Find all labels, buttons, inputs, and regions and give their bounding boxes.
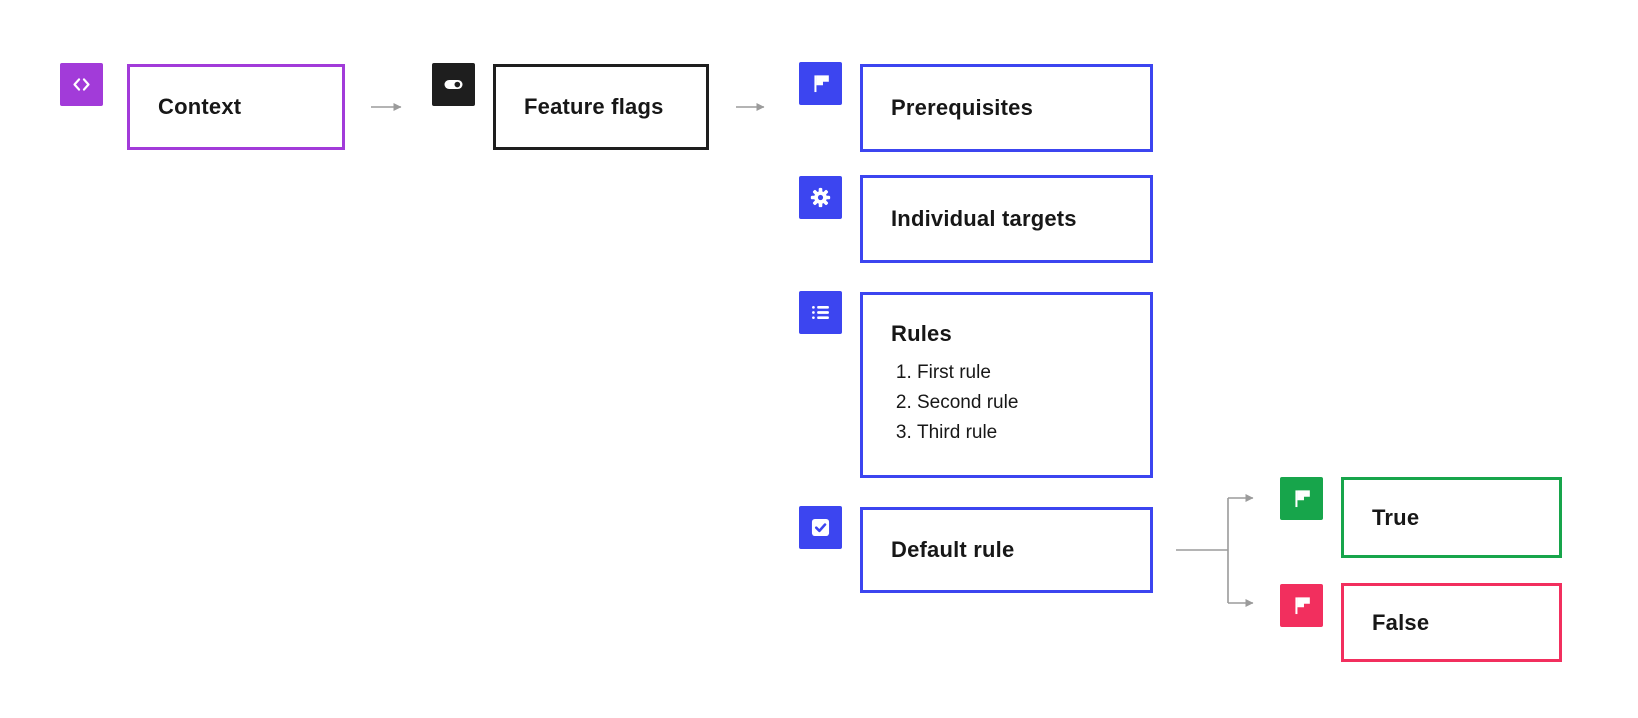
rule-item: First rule — [917, 358, 1132, 388]
gear-icon — [799, 176, 842, 219]
rule-item: Third rule — [917, 418, 1132, 448]
rules-node: Rules First rule Second rule Third rule — [860, 292, 1153, 478]
checkbox-icon — [799, 506, 842, 549]
rules-label: Rules — [891, 321, 952, 346]
rules-list: First rule Second rule Third rule — [891, 358, 1132, 448]
toggle-icon — [432, 63, 475, 106]
context-label: Context — [158, 94, 242, 119]
default-rule-node: Default rule — [860, 507, 1153, 593]
true-variation-node: True — [1341, 477, 1562, 558]
prerequisites-node: Prerequisites — [860, 64, 1153, 152]
branch-default-rule — [1176, 498, 1229, 603]
context-node: Context — [127, 64, 345, 150]
flag-icon-true — [1280, 477, 1323, 520]
code-glyph — [73, 78, 90, 91]
default-rule-label: Default rule — [891, 537, 1015, 562]
flag-icon-false — [1280, 584, 1323, 627]
flag-glyph — [1295, 597, 1310, 615]
flag-glyph — [1295, 490, 1310, 508]
list-glyph — [812, 305, 829, 320]
toggle-glyph — [444, 80, 463, 89]
individual-targets-node: Individual targets — [860, 175, 1153, 263]
rule-item: Second rule — [917, 388, 1132, 418]
false-variation-node: False — [1341, 583, 1562, 662]
individual-targets-label: Individual targets — [891, 206, 1077, 231]
gear-glyph — [810, 187, 831, 208]
feature-flags-node: Feature flags — [493, 64, 709, 150]
false-label: False — [1372, 609, 1430, 635]
prerequisites-label: Prerequisites — [891, 95, 1034, 120]
list-icon — [799, 291, 842, 334]
checkbox-glyph — [811, 518, 830, 537]
flag-icon — [799, 62, 842, 105]
feature-flags-label: Feature flags — [524, 94, 664, 119]
true-label: True — [1372, 504, 1420, 530]
flag-glyph — [814, 75, 829, 93]
code-icon — [60, 63, 103, 106]
